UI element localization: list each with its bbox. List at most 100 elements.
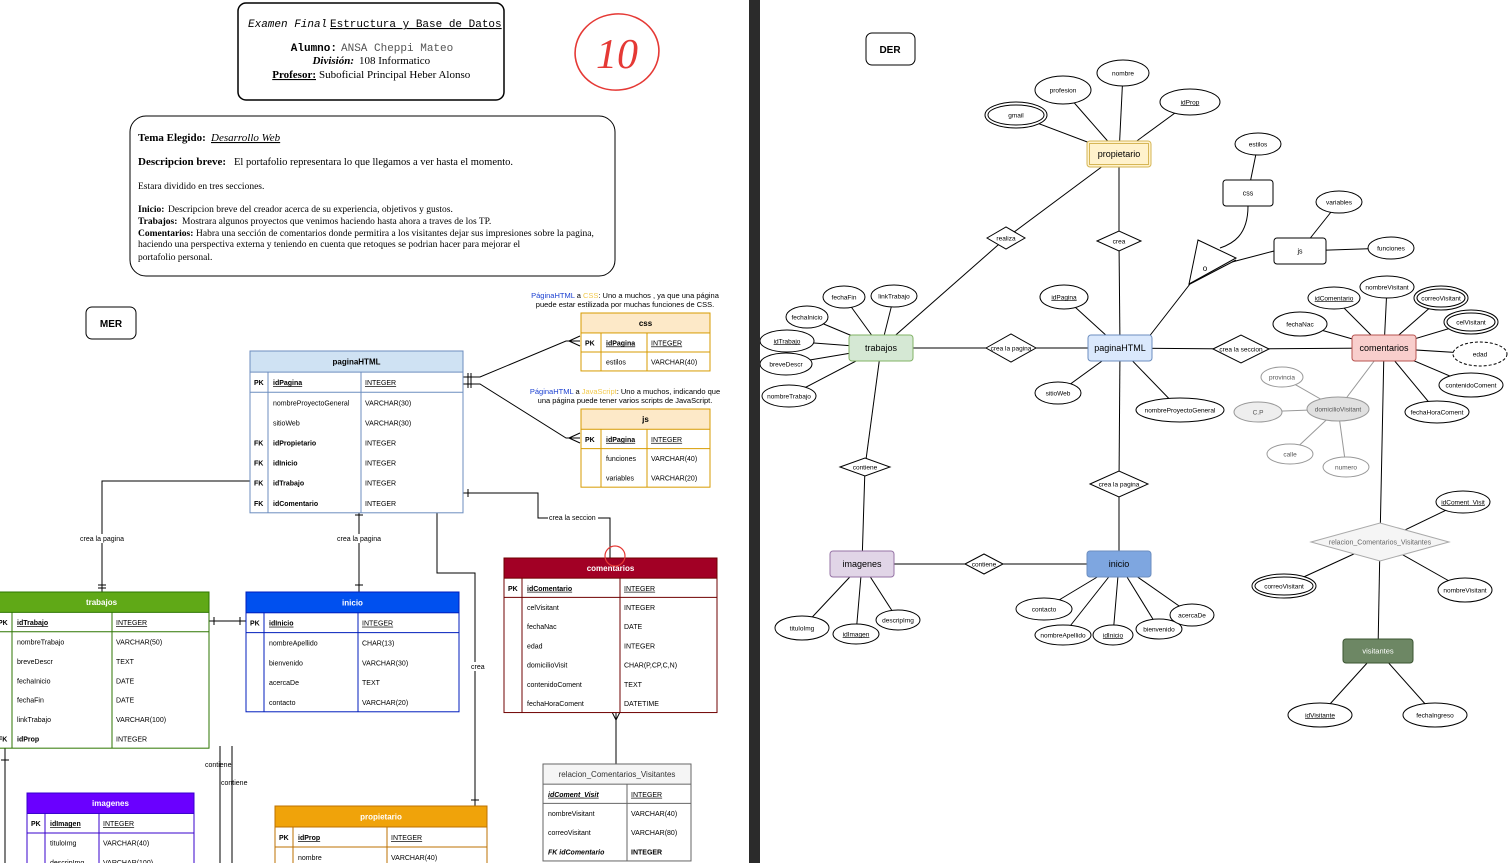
column-type: VARCHAR(100): [116, 717, 166, 724]
der-relationship-rp1: crea la pagina: [984, 333, 1038, 363]
der-node-label: nombre: [1112, 70, 1134, 77]
der-node-label: css: [1243, 191, 1254, 198]
comentarios-line1: Habra una sección de comentarios donde p…: [196, 229, 594, 239]
der-node-label: crea la pagina: [991, 345, 1032, 352]
table-title: comentarios: [587, 564, 635, 573]
column-name: domicilioVisit: [527, 663, 567, 670]
der-node-label: fechaIngreso: [1416, 712, 1454, 719]
profesor-value: Suboficial Principal Heber Alonso: [319, 69, 471, 81]
column-type: INTEGER: [624, 586, 655, 593]
column-type: VARCHAR(40): [651, 359, 697, 366]
key-type: FK: [254, 440, 263, 447]
mer-crowfeet: [1, 335, 621, 801]
table-title: js: [641, 415, 649, 424]
der-attribute-correoVisitant2: correoVisitant: [1251, 573, 1317, 599]
column-type: VARCHAR(30): [362, 660, 408, 667]
tema-label: Tema Elegido:: [138, 132, 206, 144]
der-attribute-idProp: idProp: [1159, 88, 1221, 116]
mer-document: Examen Final Estructura y Base de Datos …: [0, 0, 749, 863]
der-node-label: crea la pagina: [1099, 481, 1140, 488]
der-attribute-gmail: gmail: [984, 101, 1048, 129]
table-frame: [249, 350, 464, 514]
der-node-label: correoVisitant: [1421, 295, 1461, 302]
der-attribute-nombreApellido: nombreApellido: [1034, 624, 1092, 646]
column-name: idPropietario: [273, 440, 316, 447]
pane-divider: [749, 0, 760, 863]
der-attribute-nombre: nombre: [1096, 59, 1150, 87]
der-link: [864, 347, 882, 468]
table-row: FK idPropietario INTEGER: [254, 440, 396, 447]
table-row: nombreProyectoGeneral VARCHAR(30): [273, 400, 411, 407]
column-name: correoVisitant: [548, 830, 591, 837]
der-attribute-idComent_Visit: idComent_Visit: [1435, 490, 1491, 514]
column-type: CHAR(13): [362, 640, 394, 647]
key-type: PK: [585, 340, 595, 347]
column-type: INTEGER: [116, 620, 147, 627]
der-node-label: celVisitant: [1456, 319, 1486, 326]
der-attribute-fechaIngreso: fechaIngreso: [1402, 702, 1468, 728]
column-type: INTEGER: [365, 380, 396, 387]
column-name: idPagina: [606, 437, 635, 444]
alumno-label: Alumno:: [291, 43, 337, 55]
column-type: VARCHAR(80): [631, 830, 677, 837]
column-name: idImagen: [50, 821, 81, 828]
der-node-label: acercaDe: [1178, 612, 1206, 619]
column-type: INTEGER: [116, 736, 147, 743]
der-entity-imagenes: imagenes: [829, 550, 895, 578]
column-type: TEXT: [362, 680, 381, 687]
rel-label-contiene-2: contiene: [221, 780, 248, 787]
breve-label: Descripcion breve:: [138, 156, 226, 168]
der-node-label: idComentario: [1315, 295, 1354, 302]
column-name: idComent_Visit: [548, 792, 599, 799]
column-name: idProp: [298, 835, 320, 842]
table-title: css: [639, 319, 653, 328]
der-node-label: imagenes: [842, 559, 882, 569]
conn-pagina-trabajos: [101, 480, 250, 592]
table-title: imagenes: [92, 799, 129, 808]
column-name: variables: [606, 476, 635, 483]
der-node-label: realiza: [996, 235, 1016, 242]
der-relationship-realiza: realiza: [986, 226, 1026, 250]
der-node-label: crea la seccion: [1219, 346, 1263, 353]
column-name: nombreProyectoGeneral: [273, 400, 350, 407]
trabajos-value: Mostrara algunos proyectos que venimos h…: [182, 217, 491, 227]
der-node-label: funciones: [1377, 245, 1406, 252]
column-name: idInicio: [273, 461, 298, 468]
column-type: VARCHAR(40): [103, 841, 149, 848]
column-name: funciones: [606, 456, 636, 463]
column-type: INTEGER: [365, 440, 396, 447]
der-node-label: edad: [1473, 351, 1488, 358]
column-type: VARCHAR(30): [365, 400, 411, 407]
column-type: VARCHAR(40): [651, 456, 697, 463]
key-type: PK: [279, 835, 289, 842]
column-name: nombreTrabajo: [17, 639, 64, 646]
column-name: celVisitant: [527, 605, 559, 612]
der-link: [880, 237, 1007, 349]
der-node-label: contacto: [1032, 606, 1057, 613]
inicio-value: Descripcion breve del creador acerca de …: [168, 205, 453, 215]
der-node-label: comentarios: [1359, 343, 1409, 353]
description-box: Tema Elegido: Desarrollo Web Descripcion…: [129, 115, 616, 277]
note-css-line2: puede estar estilizada por muchas funcio…: [536, 300, 714, 309]
column-type: TEXT: [116, 659, 135, 666]
column-name: idTrabajo: [17, 620, 48, 627]
der-node-label: fechaNac: [1286, 321, 1314, 328]
der-relationship-crea: crea: [1095, 230, 1143, 252]
der-node-label: descripImg: [882, 617, 914, 624]
der-attribute-nombreTrabajo: nombreTrabajo: [761, 384, 817, 408]
table-header: [0, 591, 210, 613]
